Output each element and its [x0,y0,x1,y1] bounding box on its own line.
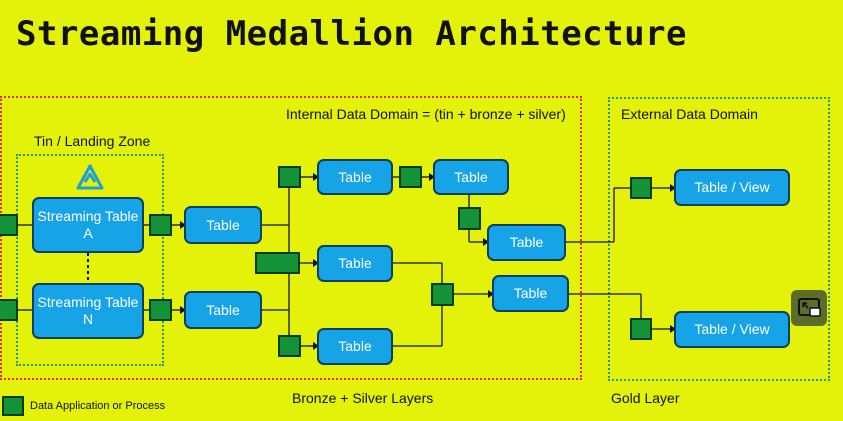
internal-domain-region [0,96,582,380]
process-square [255,252,300,274]
external-domain-label: External Data Domain [621,106,758,122]
databricks-delta-icon [76,164,104,190]
process-square [278,166,301,188]
streaming-table-n[interactable]: Streaming Table N [32,283,144,339]
picture-in-picture-icon[interactable] [791,290,827,326]
bronze-table-2-label: Table [206,301,240,318]
process-square [149,299,172,321]
silver-table-mid[interactable]: Table [317,245,393,282]
streaming-table-a-label: Streaming Table A [37,208,139,241]
internal-domain-label: Internal Data Domain = (tin + bronze + s… [286,106,566,122]
page-title: Streaming Medallion Architecture [16,14,688,54]
silver-table-3a[interactable]: Table [487,224,566,261]
streaming-table-n-label: Streaming Table N [37,294,139,327]
process-square [149,214,172,236]
legend-label: Data Application or Process [30,400,166,412]
silver-table-3a-label: Table [509,234,544,250]
pip-glyph-icon [798,298,821,317]
silver-table-3b[interactable]: Table [492,275,569,312]
gold-table-view-2[interactable]: Table / View [674,311,790,348]
process-square [630,318,652,340]
silver-table-3b-label: Table [513,285,548,301]
process-square [399,166,422,188]
bronze-silver-label: Bronze + Silver Layers [292,390,434,406]
process-square [0,299,18,321]
process-square [458,207,481,230]
external-domain-region [608,97,830,381]
silver-table-2a[interactable]: Table [433,159,509,195]
process-square [630,177,652,199]
silver-table-bot[interactable]: Table [317,328,393,365]
tin-zone-region [16,154,164,366]
silver-table-top-label: Table [338,168,372,185]
bronze-table-1[interactable]: Table [184,206,262,244]
gold-table-view-1-label: Table / View [694,179,770,195]
silver-table-2a-label: Table [454,168,488,185]
gold-table-view-2-label: Table / View [694,321,770,337]
silver-table-top[interactable]: Table [317,159,393,195]
process-square [278,335,301,357]
silver-table-bot-label: Table [338,338,372,354]
streaming-table-a[interactable]: Streaming Table A [32,197,144,253]
tin-zone-label: Tin / Landing Zone [34,133,151,149]
silver-table-mid-label: Table [338,255,372,271]
legend-swatch [2,396,24,416]
process-square [431,283,454,306]
gold-table-view-1[interactable]: Table / View [674,169,790,206]
bronze-table-2[interactable]: Table [184,291,262,329]
bronze-table-1-label: Table [206,216,240,233]
gold-layer-label: Gold Layer [611,390,680,406]
process-square [0,214,18,236]
